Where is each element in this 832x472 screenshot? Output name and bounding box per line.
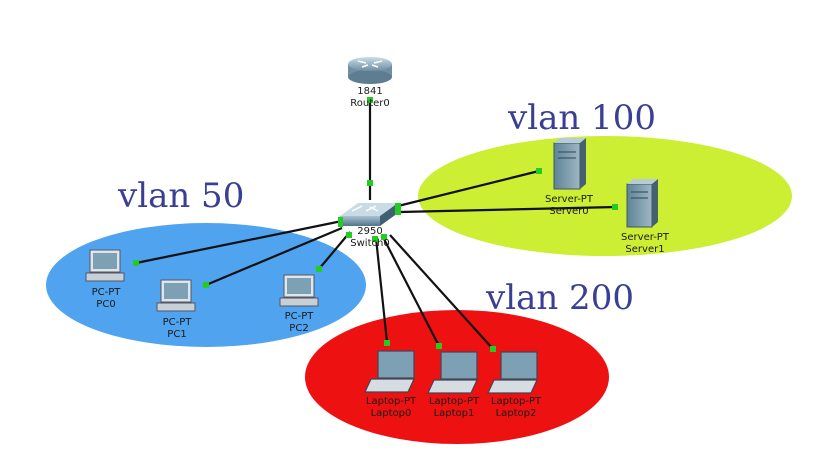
port-dot [384, 340, 390, 346]
pc1-icon[interactable] [156, 279, 196, 312]
laptop0-label: Laptop-PT Laptop0 [366, 396, 416, 420]
server1-label: Server-PT Server1 [621, 232, 669, 256]
vlan-200-label: vlan 200 [486, 278, 634, 318]
server0-label: Server-PT Server0 [545, 194, 593, 218]
laptop1-icon[interactable] [427, 351, 478, 394]
pc2-name: PC2 [289, 323, 309, 334]
port-dot [338, 217, 343, 227]
network-links [135, 100, 617, 350]
server1-name: Server1 [625, 244, 665, 255]
laptop1-name: Laptop1 [433, 408, 475, 419]
laptop0-icon[interactable] [364, 350, 415, 393]
pc1-label: PC-PT PC1 [163, 317, 192, 341]
vlan-50-label: vlan 50 [118, 176, 245, 216]
pc2-model: PC-PT [284, 311, 314, 322]
link-switch0-pc1 [205, 226, 343, 287]
port-dot [133, 260, 139, 266]
port-dot [612, 204, 618, 210]
pc1-model: PC-PT [162, 317, 192, 328]
port-dot [203, 282, 209, 288]
server0-model: Server-PT [545, 194, 593, 205]
pc0-label: PC-PT PC0 [92, 287, 121, 311]
laptop1-label: Laptop-PT Laptop1 [429, 396, 479, 420]
pc0-name: PC0 [96, 299, 116, 310]
server1-model: Server-PT [621, 232, 669, 243]
port-dot [367, 97, 373, 103]
pc2-icon[interactable] [279, 274, 319, 307]
pc0-model: PC-PT [91, 287, 121, 298]
laptop2-name: Laptop2 [495, 408, 537, 419]
port-dot [346, 232, 352, 238]
pc0-icon[interactable] [85, 249, 125, 282]
laptop0-model: Laptop-PT [365, 396, 417, 407]
link-switch0-pc0 [135, 219, 343, 265]
port-dot [436, 343, 442, 349]
server0-name: Server0 [549, 206, 589, 217]
port-dot [372, 236, 378, 242]
link-switch0-pc2 [318, 231, 351, 270]
link-switch0-laptop2 [389, 234, 494, 350]
port-dot [490, 346, 496, 352]
pc1-name: PC1 [167, 329, 187, 340]
router0-icon[interactable] [348, 57, 392, 84]
switch0-icon[interactable] [340, 203, 398, 226]
laptop2-model: Laptop-PT [490, 396, 542, 407]
server1-icon[interactable] [626, 179, 658, 228]
port-indicators [133, 97, 618, 352]
link-switch0-server1 [399, 205, 617, 214]
switch0-label: 2950 Switch0 [350, 226, 389, 250]
switch0-model: 2950 [357, 226, 383, 237]
router0-name: Router0 [350, 98, 390, 109]
pc2-label: PC-PT PC2 [285, 311, 314, 335]
vlan-100-label: vlan 100 [508, 98, 656, 138]
port-dot [381, 234, 387, 240]
router0-model: 1841 [357, 86, 383, 97]
port-dot [316, 266, 322, 272]
link-switch0-laptop1 [382, 236, 440, 347]
laptop0-name: Laptop0 [370, 408, 412, 419]
laptop1-model: Laptop-PT [428, 396, 480, 407]
port-dot [395, 203, 401, 215]
vlan-100-zone [418, 136, 792, 256]
port-dot [536, 168, 542, 174]
laptop2-icon[interactable] [487, 351, 538, 394]
link-switch0-laptop0 [374, 237, 389, 343]
server0-icon[interactable] [553, 138, 586, 190]
port-dot [367, 180, 373, 186]
link-switch0-server0 [397, 169, 540, 208]
switch0-name: Switch0 [350, 238, 390, 249]
router0-label: 1841 Router0 [350, 86, 390, 110]
laptop2-label: Laptop-PT Laptop2 [491, 396, 541, 420]
